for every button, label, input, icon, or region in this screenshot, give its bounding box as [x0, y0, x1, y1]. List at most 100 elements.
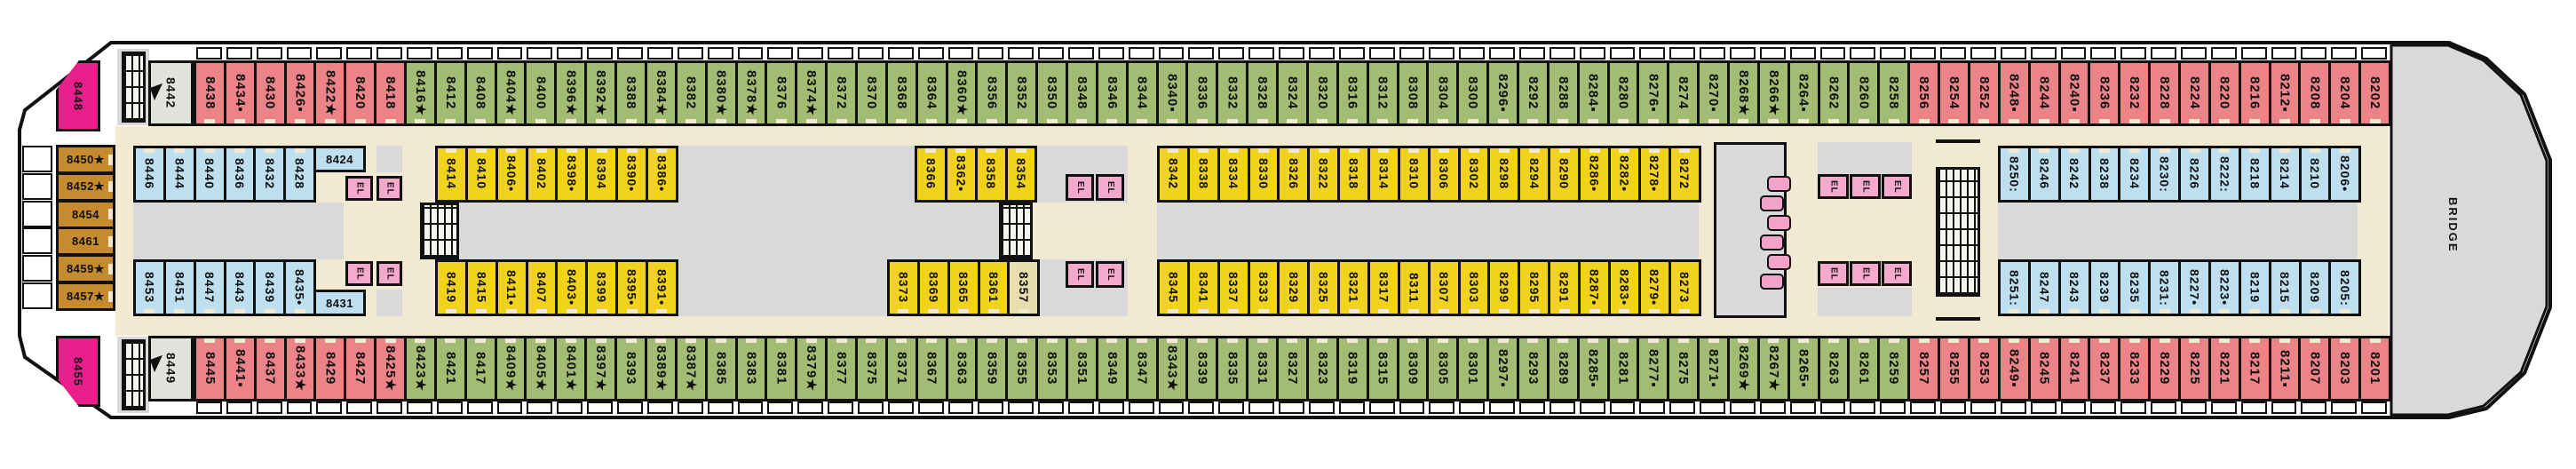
cabin[interactable]: 8217: [2238, 336, 2271, 401]
cabin[interactable]: 8320: [1305, 60, 1339, 126]
cabin[interactable]: 8415: [464, 259, 498, 316]
cabin[interactable]: 8438: [194, 60, 226, 126]
cabin[interactable]: 8393: [614, 336, 647, 401]
cabin[interactable]: 8245: [2027, 336, 2061, 401]
cabin[interactable]: 8319: [1336, 336, 1369, 401]
cabin[interactable]: 8443: [223, 259, 257, 316]
cabin[interactable]: 8205:: [2328, 259, 2362, 316]
cabin[interactable]: 8409★: [494, 336, 527, 401]
cabin[interactable]: 8372: [825, 60, 858, 126]
cabin[interactable]: 8208: [2298, 60, 2332, 126]
cabin[interactable]: 8360★: [945, 60, 979, 126]
cabin[interactable]: 8327: [1276, 336, 1309, 401]
cabin[interactable]: 8417: [464, 336, 497, 401]
cabin[interactable]: 8301: [1456, 336, 1490, 401]
cabin[interactable]: 8255: [1938, 336, 1970, 401]
cabin[interactable]: 8251:: [1998, 259, 2031, 316]
cabin[interactable]: 8345: [1157, 259, 1190, 316]
cabin[interactable]: 8420: [344, 60, 377, 126]
cabin[interactable]: 8333: [1247, 259, 1280, 316]
cabin[interactable]: 8370: [854, 60, 888, 126]
cabin[interactable]: 8227•: [2178, 259, 2212, 316]
cabin[interactable]: 8272: [1668, 146, 1701, 203]
cabin[interactable]: 8426▪: [283, 60, 317, 126]
cabin[interactable]: 8247: [2027, 259, 2061, 316]
cabin[interactable]: 8436: [223, 146, 257, 203]
cabin[interactable]: 8421: [433, 336, 467, 401]
cabin[interactable]: 8209: [2298, 259, 2332, 316]
cabin[interactable]: 8388: [614, 60, 647, 126]
cabin[interactable]: 8411•: [495, 259, 528, 316]
cabin[interactable]: 8434▪: [223, 60, 257, 126]
cabin[interactable]: 8340▪: [1155, 60, 1189, 126]
cabin[interactable]: 8386•: [646, 146, 678, 203]
cabin[interactable]: 8373: [887, 259, 920, 316]
cabin[interactable]: 8259: [1877, 336, 1911, 401]
cabin[interactable]: 8283•: [1607, 259, 1641, 316]
cabin[interactable]: 8260: [1847, 60, 1881, 126]
cabin[interactable]: 8358: [974, 146, 1008, 203]
cabin[interactable]: 8331: [1246, 336, 1280, 401]
cabin[interactable]: 8444: [162, 146, 196, 203]
cabin[interactable]: 8433★: [283, 336, 317, 401]
cabin[interactable]: 8285▪: [1576, 336, 1610, 401]
cabin[interactable]: 8339: [1185, 336, 1219, 401]
cabin[interactable]: 8263: [1817, 336, 1851, 401]
cabin[interactable]: 8437: [253, 336, 287, 401]
cabin[interactable]: 8357: [1007, 259, 1041, 316]
cabin[interactable]: 8346: [1095, 60, 1129, 126]
cabin[interactable]: 8378★: [734, 60, 768, 126]
cabin[interactable]: 8221: [2207, 336, 2241, 401]
cabin[interactable]: 8408: [464, 60, 497, 126]
cabin[interactable]: 8265▪: [1787, 336, 1820, 401]
cabin[interactable]: 8451: [162, 259, 196, 316]
cabin[interactable]: 8214: [2268, 146, 2302, 203]
cabin[interactable]: 8328: [1246, 60, 1280, 126]
cabin[interactable]: 8419: [435, 259, 468, 316]
cabin[interactable]: 8362•: [944, 146, 978, 203]
cabin[interactable]: 8296▪: [1486, 60, 1519, 126]
cabin[interactable]: 8349: [1095, 336, 1129, 401]
cabin[interactable]: 8376: [765, 60, 798, 126]
cabin[interactable]: 8414: [435, 146, 468, 203]
cabin[interactable]: 8454: [56, 199, 115, 229]
cabin[interactable]: 8375: [854, 336, 888, 401]
cabin[interactable]: 8206•: [2328, 146, 2362, 203]
cabin[interactable]: 8352: [1005, 60, 1039, 126]
cabin[interactable]: 8311: [1397, 259, 1431, 316]
cabin[interactable]: 8347: [1125, 336, 1159, 401]
cabin[interactable]: 8238: [2088, 146, 2121, 203]
cabin[interactable]: 8423★: [404, 336, 437, 401]
cabin[interactable]: 8273: [1668, 259, 1701, 316]
cabin[interactable]: 8427: [344, 336, 377, 401]
cabin[interactable]: 8231:: [2148, 259, 2182, 316]
cabin[interactable]: 8392★: [584, 60, 618, 126]
cabin[interactable]: 8366: [915, 146, 947, 203]
cabin[interactable]: 8277▪: [1637, 336, 1670, 401]
cabin[interactable]: 8266★: [1756, 60, 1790, 126]
cabin[interactable]: 8416★: [404, 60, 437, 126]
cabin[interactable]: 8232: [2118, 60, 2152, 126]
cabin[interactable]: 8336: [1185, 60, 1219, 126]
cabin[interactable]: 8359: [975, 336, 1009, 401]
cabin[interactable]: 8254: [1938, 60, 1970, 126]
cabin[interactable]: 8389★: [644, 336, 678, 401]
cabin[interactable]: 8384★: [644, 60, 678, 126]
cabin[interactable]: 8293: [1516, 336, 1550, 401]
cabin[interactable]: 8387★: [674, 336, 708, 401]
cabin[interactable]: 8281: [1606, 336, 1640, 401]
cabin[interactable]: 8233: [2118, 336, 2152, 401]
cabin[interactable]: 8295: [1518, 259, 1551, 316]
cabin[interactable]: 8321: [1337, 259, 1371, 316]
cabin[interactable]: 8250:: [1998, 146, 2031, 203]
cabin[interactable]: 8207: [2298, 336, 2332, 401]
cabin[interactable]: 8351: [1066, 336, 1098, 401]
cabin[interactable]: 8278•: [1637, 146, 1671, 203]
cabin[interactable]: 8377: [825, 336, 858, 401]
cabin[interactable]: 8332: [1216, 60, 1249, 126]
cabin[interactable]: 8223•: [2208, 259, 2241, 316]
cabin[interactable]: 8424: [313, 146, 366, 172]
cabin[interactable]: 8399: [585, 259, 619, 316]
cabin[interactable]: 8383: [734, 336, 768, 401]
cabin[interactable]: 8381: [765, 336, 798, 401]
